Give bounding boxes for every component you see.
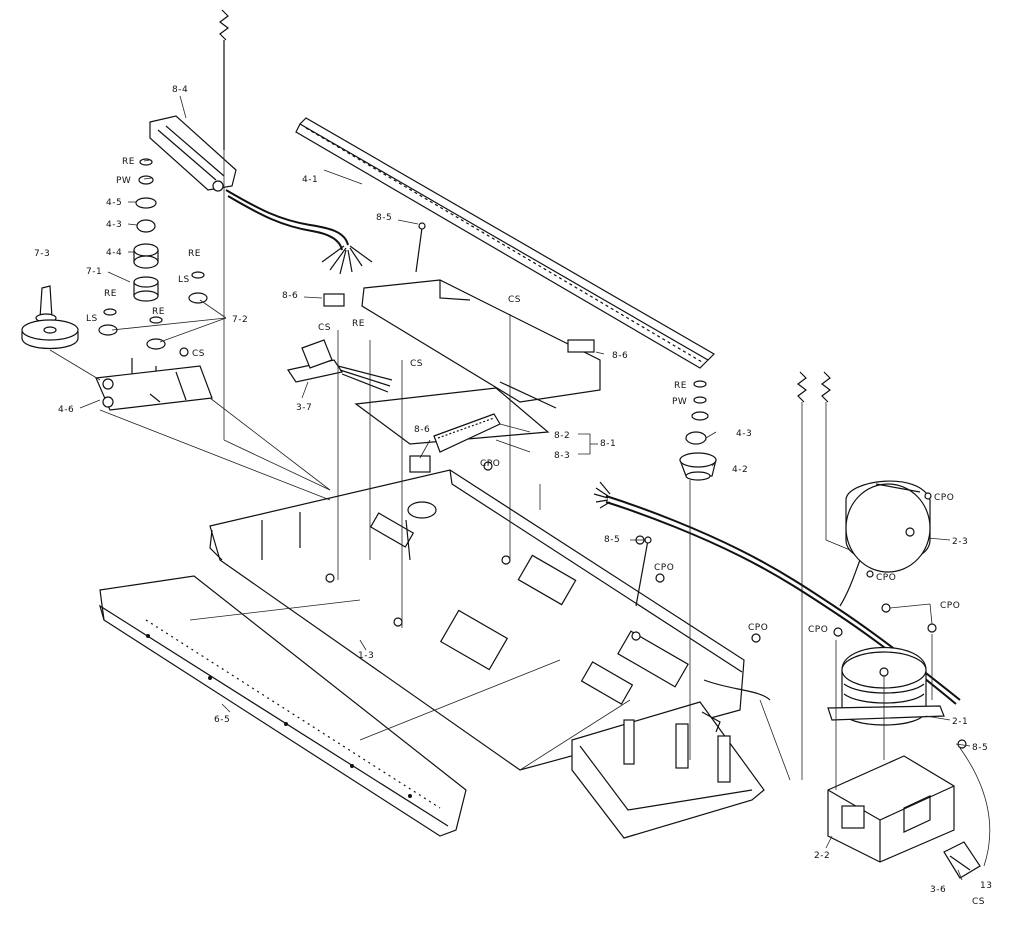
label-3-6: 3-6 <box>930 885 946 895</box>
label-4-3b: 4-3 <box>736 429 752 439</box>
plate-4-6 <box>95 365 213 411</box>
label-2-3: 2-3 <box>952 537 968 547</box>
projection-lines <box>49 150 991 867</box>
chassis-1-3 <box>209 469 771 771</box>
label-8-1: 8-1 <box>600 439 616 449</box>
label-1-3: 1-3 <box>358 651 374 661</box>
label-4-1: 4-1 <box>302 175 318 185</box>
label-4-5: 4-5 <box>106 198 122 208</box>
label-2-2: 2-2 <box>814 851 830 861</box>
grouping-bracket <box>578 433 598 455</box>
label-8-5b: 8-5 <box>604 535 620 545</box>
label-re-6: RE <box>674 381 687 391</box>
label-8-5c: 8-5 <box>972 743 988 753</box>
bracket-2-2 <box>827 755 955 863</box>
label-cpo-1: CPO <box>480 459 500 469</box>
label-re-1: RE <box>122 157 135 167</box>
label-cs-3: CS <box>410 359 423 369</box>
label-7-2: 7-2 <box>232 315 248 325</box>
clip-3-6 <box>943 841 981 879</box>
label-4-6: 4-6 <box>58 405 74 415</box>
label-8-4: 8-4 <box>172 85 188 95</box>
label-4-4: 4-4 <box>106 248 122 258</box>
label-cpo-4: CPO <box>654 563 674 573</box>
connector-8-4 <box>149 115 373 275</box>
label-ticks <box>79 95 971 881</box>
rear-plate <box>571 701 765 839</box>
pins-8-5 <box>415 222 652 607</box>
label-cs-1: CS <box>192 349 205 359</box>
label-cs-2: CS <box>318 323 331 333</box>
label-8-6c: 8-6 <box>414 425 430 435</box>
label-7-3: 7-3 <box>34 249 50 259</box>
gear-7-3 <box>21 285 79 350</box>
label-8-6a: 8-6 <box>282 291 298 301</box>
label-cpo-2: CPO <box>934 493 954 503</box>
label-re-2: RE <box>104 289 117 299</box>
washers-left <box>98 271 208 392</box>
label-cpo-3: CPO <box>876 573 896 583</box>
label-8-6b: 8-6 <box>612 351 628 361</box>
label-ls-1: LS <box>86 314 98 324</box>
label-cs-4: CS <box>508 295 521 305</box>
label-pw-2: PW <box>672 397 687 407</box>
label-cpo-6: CPO <box>808 625 828 635</box>
label-8-3: 8-3 <box>554 451 570 461</box>
label-re-5: RE <box>352 319 365 329</box>
left-spindle-stack <box>133 158 159 302</box>
label-pw-1: PW <box>116 176 131 186</box>
label-8-5a: 8-5 <box>376 213 392 223</box>
label-4-2: 4-2 <box>732 465 748 475</box>
label-4-3a: 4-3 <box>106 220 122 230</box>
label-ls-2: LS <box>178 275 190 285</box>
label-cpo-7: CPO <box>748 623 768 633</box>
label-cs-5: CS <box>972 897 985 907</box>
label-3-7: 3-7 <box>296 403 312 413</box>
part-labels: 8-4 RE PW 4-5 4-3 4-4 7-3 7-1 RE LS RE R… <box>34 85 992 907</box>
label-re-4: RE <box>188 249 201 259</box>
label-2-1: 2-1 <box>952 717 968 727</box>
label-7-1: 7-1 <box>86 267 102 277</box>
motor-2-3 <box>845 480 932 578</box>
motor-2-1 <box>827 646 945 726</box>
panel-6-5 <box>98 575 467 837</box>
label-6-5: 6-5 <box>214 715 230 725</box>
board-8-1 <box>323 279 601 473</box>
label-8-2: 8-2 <box>554 431 570 441</box>
rail-4-1 <box>295 117 715 369</box>
label-13: 13 <box>980 881 992 891</box>
label-cpo-5: CPO <box>940 601 960 611</box>
bracket-3-7 <box>287 339 393 393</box>
right-spindle-stack <box>679 380 717 481</box>
label-re-3: RE <box>152 307 165 317</box>
